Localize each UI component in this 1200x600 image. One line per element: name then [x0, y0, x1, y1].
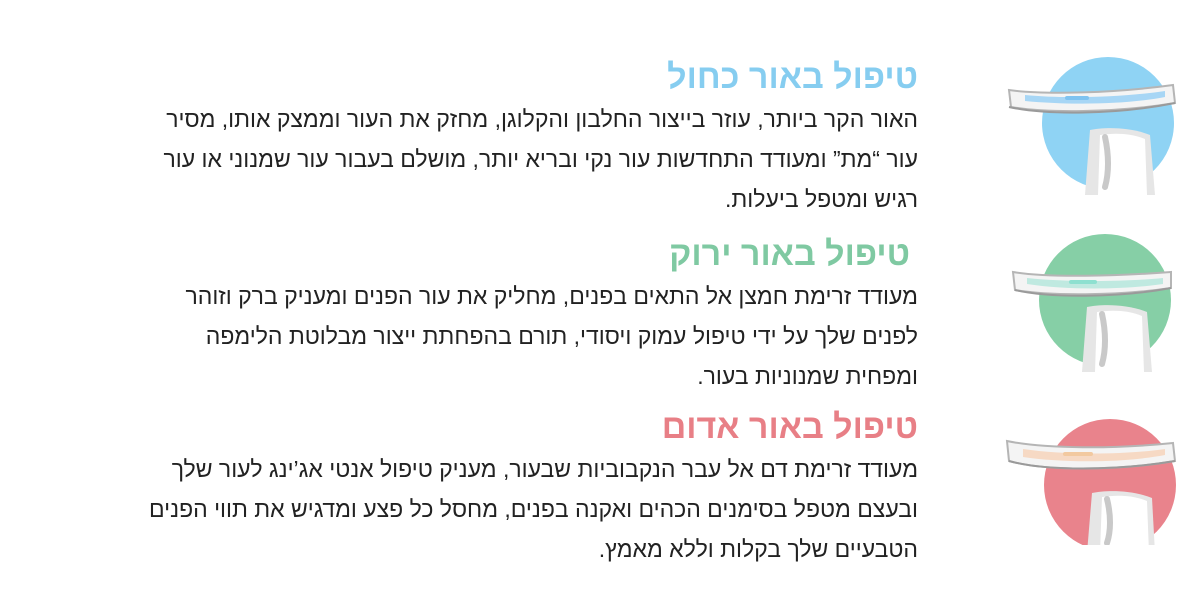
blue-light-description: האור הקר ביותר, עוזר בייצור החלבון והקלו…: [88, 99, 918, 219]
red-light-line-2: ובעצם מטפל בסימנים הכהים ואקנה בפנים, מח…: [149, 496, 918, 522]
green-light-section: טיפול באור ירוק מעודד זרימת חמצן אל התאי…: [20, 232, 1180, 402]
blue-light-text: טיפול באור כחול האור הקר ביותר, עוזר ביי…: [88, 55, 918, 219]
blue-light-title: טיפול באור כחול: [667, 58, 918, 96]
green-light-title: טיפול באור ירוק: [669, 235, 910, 273]
blue-light-line-1: האור הקר ביותר, עוזר בייצור החלבון והקלו…: [166, 106, 918, 132]
red-light-line-3: הטבעיים שלך בקלות וללא מאמץ.: [598, 536, 918, 562]
blue-light-line-2: עור “מת” ומעודד התחדשות עור נקי ובריא יו…: [163, 146, 918, 172]
green-light-device-image: [1005, 232, 1180, 372]
red-light-description: מעודד זרימת דם אל עבר הנקבוביות שבעור, מ…: [88, 449, 918, 569]
face-device-red-light-icon: [1005, 419, 1177, 545]
red-light-section: טיפול באור אדום מעודד זרימת דם אל עבר הנ…: [20, 405, 1180, 575]
green-light-line-1: מעודד זרימת חמצן אל התאים בפנים, מחליק א…: [185, 283, 918, 309]
green-light-text: טיפול באור ירוק מעודד זרימת חמצן אל התאי…: [88, 232, 918, 396]
blue-light-device-image: [1005, 55, 1180, 195]
red-light-text: טיפול באור אדום מעודד זרימת דם אל עבר הנ…: [88, 405, 918, 569]
red-light-device-image: [1005, 405, 1180, 545]
blue-light-section: טיפול באור כחול האור הקר ביותר, עוזר ביי…: [20, 55, 1180, 225]
red-light-title: טיפול באור אדום: [661, 408, 918, 446]
blue-light-line-3: רגיש ומטפל ביעלות.: [725, 186, 918, 212]
face-device-green-light-icon: [1011, 234, 1172, 372]
green-light-line-2: לפנים שלך על ידי טיפול עמוק ויסודי, תורם…: [205, 323, 918, 349]
face-device-blue-light-icon: [1007, 57, 1177, 195]
green-light-line-3: ומפחית שמנוניות בעור.: [697, 363, 918, 389]
red-light-line-1: מעודד זרימת דם אל עבר הנקבוביות שבעור, מ…: [171, 456, 918, 482]
green-light-description: מעודד זרימת חמצן אל התאים בפנים, מחליק א…: [88, 276, 918, 396]
